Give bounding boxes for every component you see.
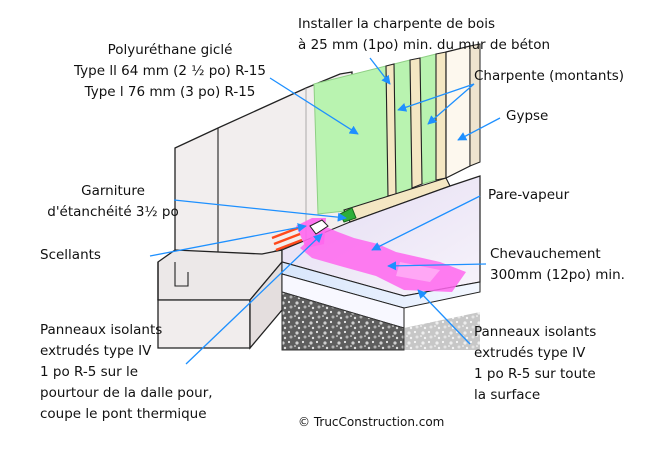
label-polyurethane-line-2: Type ll 64 mm (2 ½ po) R-15 (74, 63, 266, 79)
label-perimeter-line-4: pourtour de la dalle pour, (40, 385, 213, 401)
copyright-text: © TrucConstruction.com (298, 415, 445, 429)
copyright-notice: © TrucConstruction.com (298, 412, 444, 433)
label-overlap-line-2: 300mm (12po) min. (490, 267, 625, 283)
arrow-install (369, 57, 391, 85)
arrow-overlap (387, 261, 487, 271)
label-gypsum-text: Gypse (506, 108, 549, 124)
label-gasket-line-1: Garniture (81, 183, 145, 199)
arrow-surface (417, 289, 471, 345)
label-overlap-line-1: Chevauchement (490, 246, 601, 262)
label-sealants: Scellants (40, 245, 101, 266)
label-surface-line-4: la surface (474, 387, 541, 403)
arrow-vapour (371, 195, 481, 251)
label-perimeter-boards: Panneaux isolants extrudés type IV 1 po … (40, 320, 213, 425)
arrow-polyurethane (269, 77, 359, 135)
arrow-gypsum (457, 117, 501, 141)
label-polyurethane-line-1: Polyuréthane giclé (107, 42, 233, 58)
label-gypsum: Gypse (506, 106, 548, 127)
leader-arrows (149, 57, 501, 365)
label-gasket-line-2: d'étanchéité 3½ po (47, 204, 179, 220)
sealant-beads (271, 226, 303, 252)
arrow-sealants (149, 223, 307, 257)
gravel-bed (281, 291, 480, 351)
spray-foam (313, 53, 437, 215)
label-surface-boards: Panneaux isolants extrudés type IV 1 po … (474, 322, 596, 406)
arrow-studs-1 (397, 83, 475, 112)
label-surface-line-3: 1 po R-5 sur toute (474, 366, 596, 382)
label-studs: Charpente (montants) (474, 66, 624, 87)
label-perimeter-line-5: coupe le pont thermique (40, 406, 207, 422)
arrow-studs-2 (427, 83, 475, 125)
arrow-perimeter (185, 233, 323, 365)
label-install-line-1: Installer la charpente de bois (298, 16, 496, 32)
label-overlap: Chevauchement 300mm (12po) min. (490, 244, 625, 286)
wood-studs (343, 51, 451, 223)
label-perimeter-line-3: 1 po R-5 sur le (40, 364, 139, 380)
label-vapour-barrier: Pare-vapeur (488, 185, 569, 206)
label-surface-line-1: Panneaux isolants (474, 324, 597, 340)
label-gasket: Garniture d'étanchéité 3½ po (40, 181, 186, 223)
arrow-gasket (173, 199, 347, 222)
label-vapour-text: Pare-vapeur (488, 187, 570, 203)
label-install-framing: Installer la charpente de bois à 25 mm (… (298, 14, 550, 56)
label-perimeter-line-1: Panneaux isolants (40, 322, 163, 338)
label-install-line-2: à 25 mm (1po) min. du mur de béton (298, 37, 551, 53)
label-perimeter-line-2: extrudés type IV (40, 343, 152, 359)
label-polyurethane: Polyuréthane giclé Type ll 64 mm (2 ½ po… (56, 40, 284, 103)
gypsum-board (445, 43, 481, 179)
label-polyurethane-line-3: Type l 76 mm (3 po) R-15 (84, 84, 256, 100)
label-surface-line-2: extrudés type IV (474, 345, 586, 361)
label-sealants-text: Scellants (40, 247, 101, 263)
label-studs-text: Charpente (montants) (474, 68, 625, 84)
